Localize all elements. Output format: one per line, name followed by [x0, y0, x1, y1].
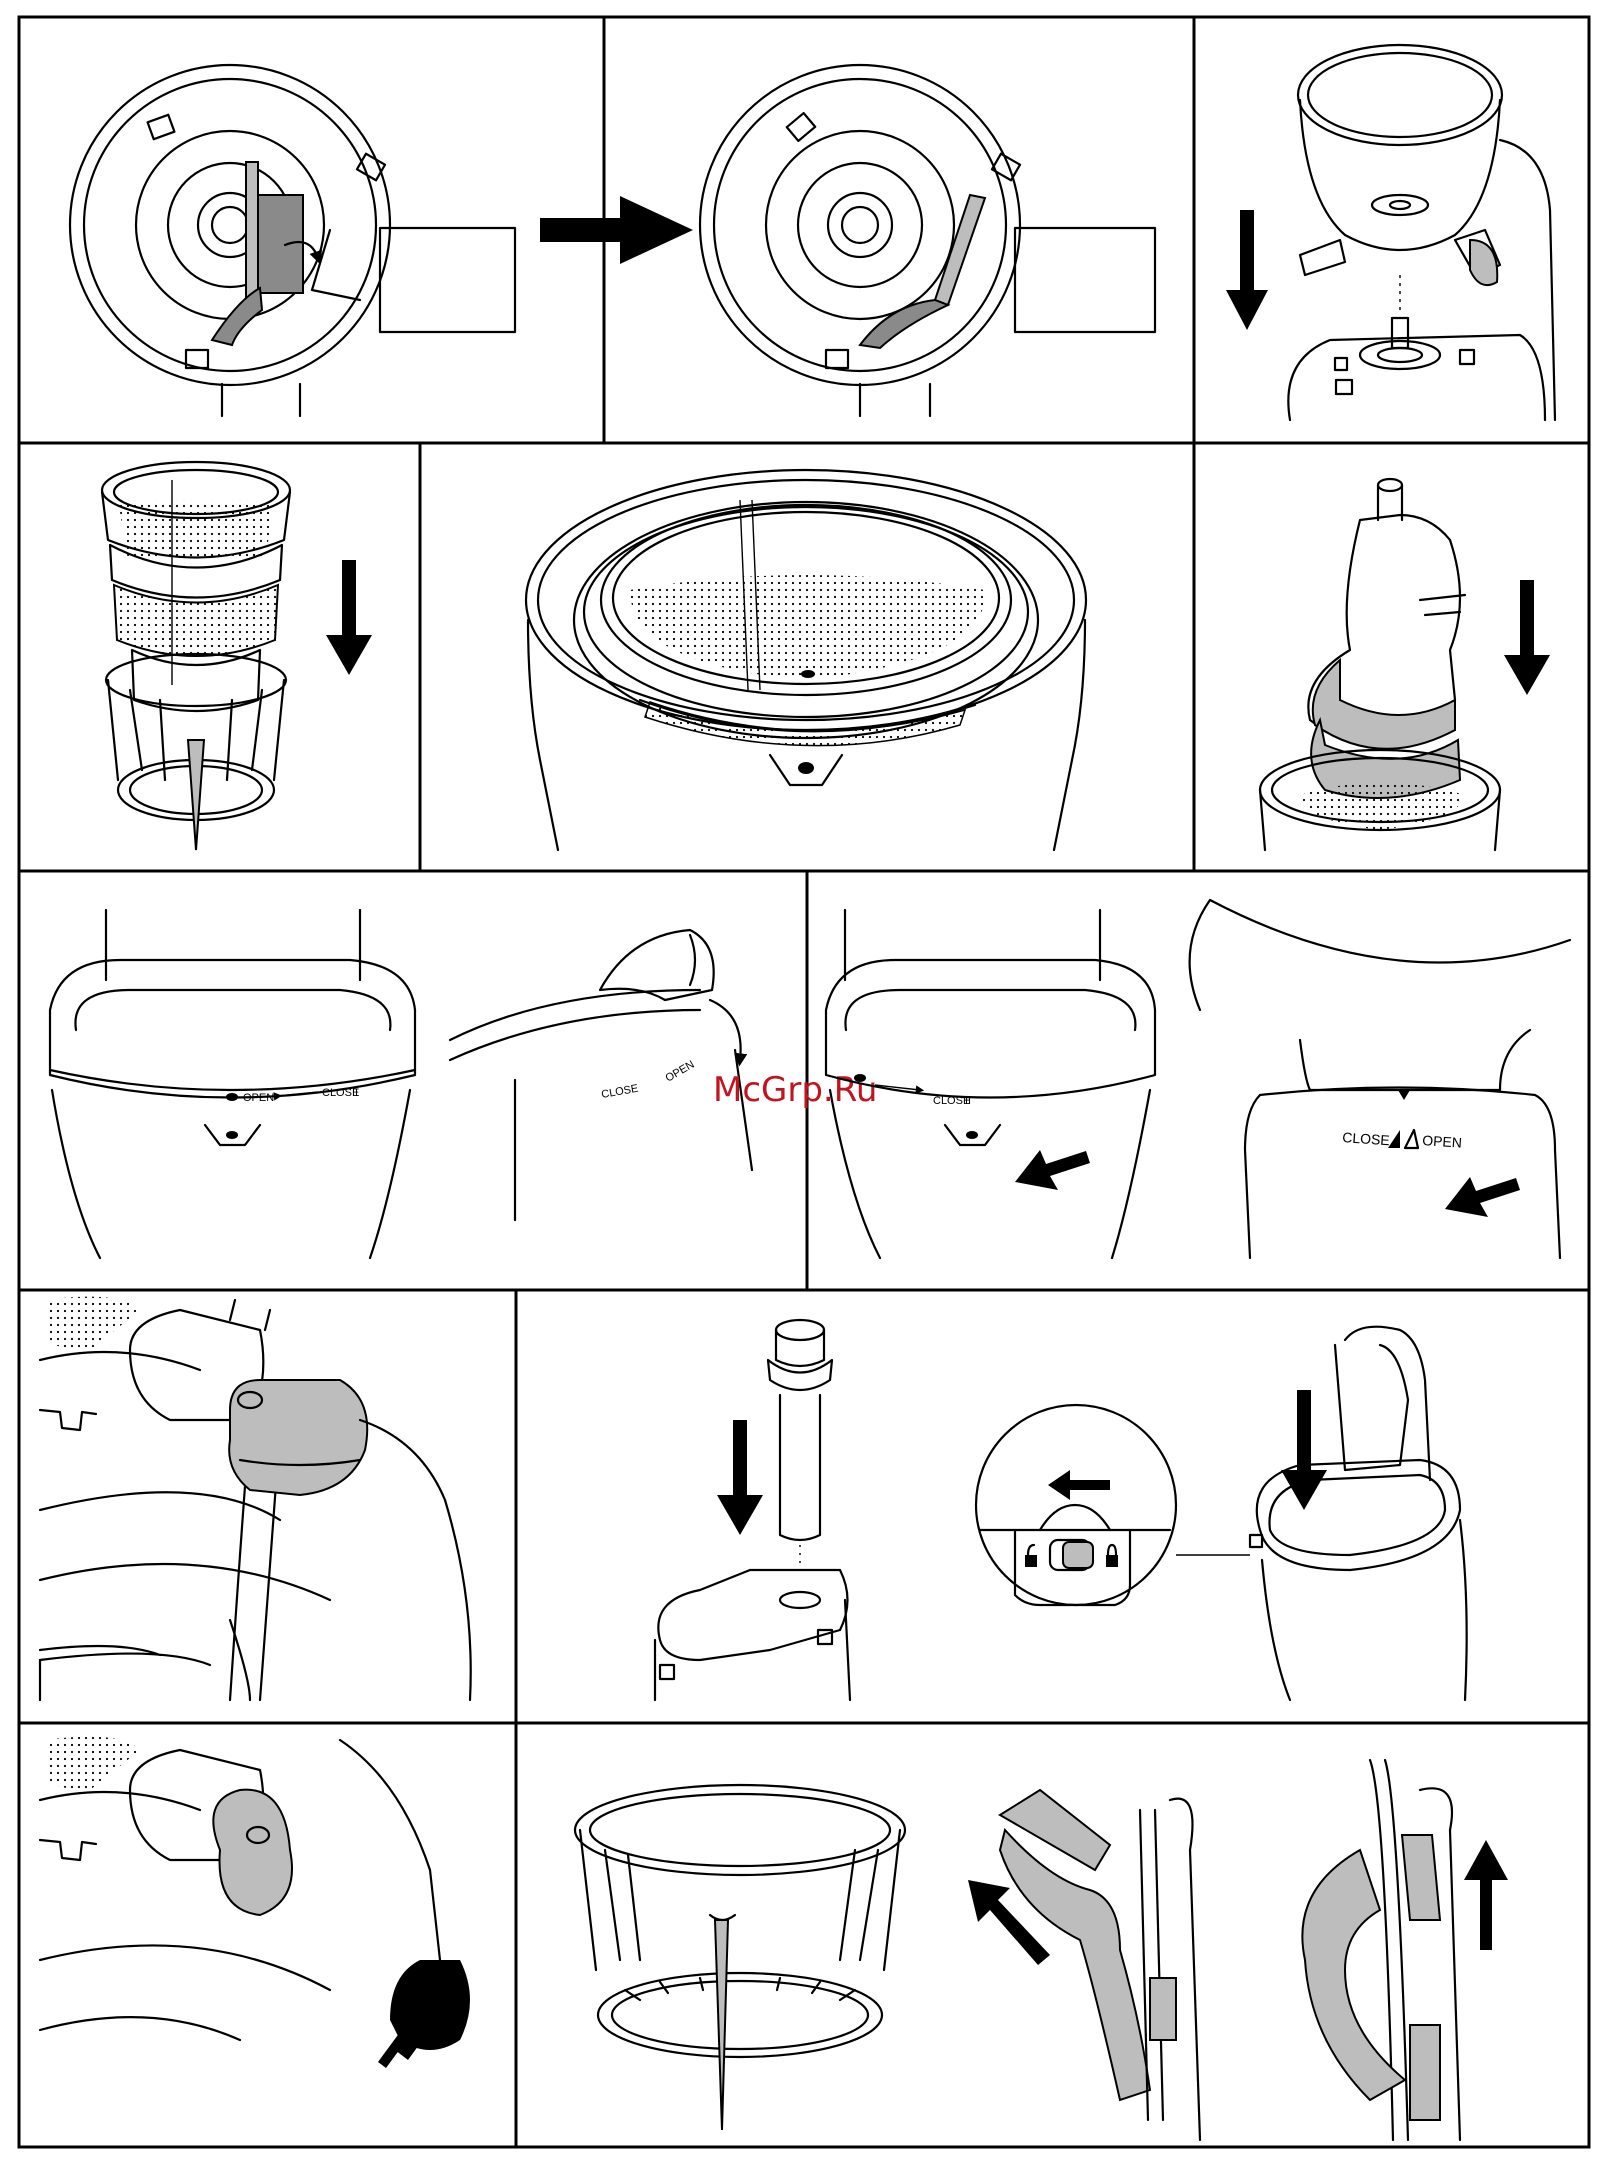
arrow-down-icon	[1281, 1390, 1327, 1510]
panel-lock-dial-closed: CLOSE II CLOSE OPEN	[826, 900, 1570, 1258]
panel-auger-insertion	[1260, 479, 1550, 850]
dial-open-label-4: OPEN	[1422, 1132, 1463, 1151]
dial-close-mark-3: II	[965, 1095, 971, 1107]
arrow-left-icon	[1048, 1470, 1110, 1500]
dial-open-label-2: OPEN	[664, 1059, 697, 1085]
no-dishwasher-icon	[378, 1960, 470, 2068]
watermark-text: McGrp.Ru	[713, 1070, 877, 1110]
panel-strainer-in-bowl	[526, 470, 1086, 850]
panel-spout-cap-closed	[40, 1297, 471, 1700]
panel-pusher-into-lid	[655, 1320, 850, 1700]
dial-close-label-2: CLOSE	[600, 1083, 639, 1101]
panel-lock-dial-open: OPEN CLOSE II CLOSE OPEN	[50, 910, 752, 1258]
arrow-down-icon	[717, 1420, 763, 1535]
panel-lid-lock	[976, 1327, 1467, 1700]
arrow-up-icon	[1464, 1840, 1508, 1950]
arrow-left-icon	[1015, 1150, 1090, 1190]
arrow-down-icon	[1504, 580, 1550, 695]
panel-wiper-before	[70, 65, 515, 416]
panel-strainer-assembly	[102, 462, 372, 850]
panel-bowl-on-base	[1226, 45, 1555, 420]
lock-icon	[1106, 1545, 1118, 1567]
dial-close-label-4: CLOSE	[1342, 1129, 1390, 1148]
panel-wiper-after	[700, 65, 1155, 416]
panel-spout-cap-open	[40, 1737, 470, 2068]
dial-open-label: OPEN	[243, 1092, 274, 1104]
unlock-icon	[1025, 1545, 1037, 1567]
arrow-right-icon	[540, 196, 693, 264]
dial-close-mark: II	[352, 1087, 358, 1099]
arrow-down-icon	[1226, 210, 1268, 330]
panel-rotating-brush	[575, 1760, 1508, 2140]
arrow-down-icon	[326, 560, 372, 675]
arrow-left-icon	[1445, 1177, 1520, 1217]
